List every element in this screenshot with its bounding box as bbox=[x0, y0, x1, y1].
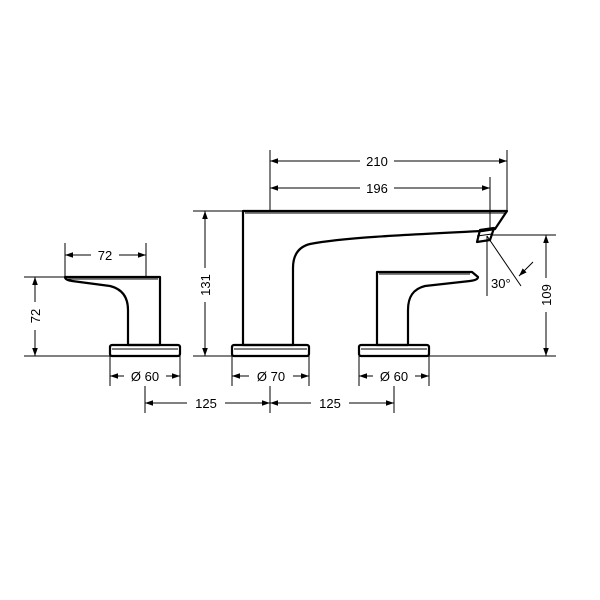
dimension-label-131: 131 bbox=[198, 274, 213, 296]
dimension-right-base-diameter: Ø 60 bbox=[358, 356, 430, 386]
dimension-label-125-right: 125 bbox=[319, 396, 341, 411]
right-handle bbox=[357, 270, 480, 358]
right-handle-body bbox=[375, 270, 480, 347]
dimension-spout-height: 131 bbox=[193, 210, 243, 357]
dimension-spout-base-diameter: Ø 70 bbox=[231, 356, 310, 386]
dimension-outlet-height: 109 bbox=[429, 234, 556, 357]
dimension-label-dia-70: Ø 70 bbox=[257, 369, 285, 384]
dimension-spacing: 125 125 bbox=[144, 386, 395, 413]
dimension-label-72-height: 72 bbox=[28, 309, 43, 323]
spout bbox=[230, 209, 509, 358]
dimension-label-dia-60-left: Ø 60 bbox=[131, 369, 159, 384]
dimension-label-72-length: 72 bbox=[98, 248, 112, 263]
left-handle bbox=[63, 275, 182, 358]
right-handle-base bbox=[357, 343, 431, 358]
dimension-handle-length: 72 bbox=[64, 243, 147, 277]
spout-base bbox=[230, 343, 311, 358]
dimension-label-109: 109 bbox=[539, 284, 554, 306]
dimension-label-196: 196 bbox=[366, 181, 388, 196]
dimension-outlet-angle: 30° bbox=[486, 235, 534, 296]
dimension-label-210: 210 bbox=[366, 154, 388, 169]
dimension-handle-height: 72 bbox=[24, 276, 110, 357]
dimension-label-dia-60-right: Ø 60 bbox=[380, 369, 408, 384]
left-handle-base bbox=[108, 343, 182, 358]
dimension-label-125-left: 125 bbox=[195, 396, 217, 411]
dimension-label-30-deg: 30° bbox=[491, 276, 511, 291]
spout-body bbox=[241, 209, 509, 347]
dimension-left-base-diameter: Ø 60 bbox=[109, 356, 181, 386]
dimension-spout-length-overall: 210 bbox=[269, 150, 508, 211]
dimension-spout-length-outlet: 196 bbox=[270, 177, 491, 228]
left-handle-body bbox=[63, 275, 162, 347]
